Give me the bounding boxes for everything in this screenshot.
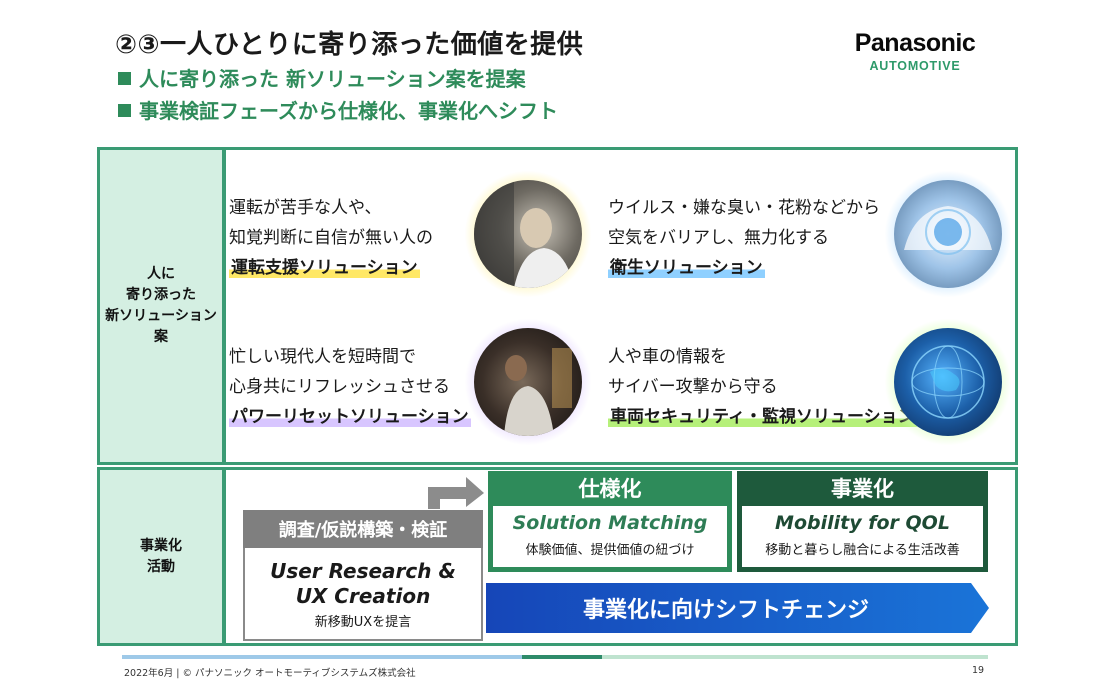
footer-bar xyxy=(602,655,988,659)
side-label-line: 活動 xyxy=(147,558,175,575)
commercialization-title: Mobility for QOL xyxy=(775,512,950,534)
side-label-line: 寄り添った xyxy=(125,287,196,303)
side-label-line: 人に xyxy=(146,266,175,282)
research-sub: 新移動UXを提言 xyxy=(314,615,412,630)
solution-name: 衛生ソリューション xyxy=(608,258,765,278)
bullet-2-text: 事業検証フェーズから仕様化、事業化へシフト xyxy=(139,99,558,123)
solution-line: 人や車の情報を xyxy=(608,347,727,367)
side-label-line: 案 xyxy=(153,329,168,345)
solution-power-reset: 忙しい現代人を短時間で 心身共にリフレッシュさせる パワーリセットソリューション xyxy=(229,342,471,432)
research-head: 調査/仮説構築・検証 xyxy=(243,510,483,548)
panasonic-logo: Panasonic AUTOMOTIVE xyxy=(842,29,988,73)
solution-hygiene: ウイルス・嫌な臭い・花粉などから 空気をバリアし、無力化する 衛生ソリューション xyxy=(608,193,880,283)
bullet-1-text: 人に寄り添った 新ソリューション案を提案 xyxy=(139,67,526,91)
commercialization-head: 事業化 xyxy=(831,477,894,501)
commercialization-sub: 移動と暮らし融合による生活改善 xyxy=(765,543,960,558)
bent-arrow-icon xyxy=(428,477,484,509)
activities-frame xyxy=(97,467,1018,646)
specification-inner: Solution Matching 体験価値、提供価値の紐づけ xyxy=(493,506,727,567)
solution-name: 車両セキュリティ・監視ソリューション xyxy=(608,407,917,427)
research-title: User Research & UX Creation xyxy=(243,559,483,609)
square-bullet-icon xyxy=(118,104,131,117)
shift-arrow-icon xyxy=(486,583,989,633)
bullet-2: 事業検証フェーズから仕様化、事業化へシフト xyxy=(118,95,558,124)
logo-sub: AUTOMOTIVE xyxy=(869,59,961,73)
commercialization-inner: Mobility for QOL 移動と暮らし融合による生活改善 xyxy=(742,506,983,567)
solution-driving-support: 運転が苦手な人や、 知覚判断に自信が無い人の 運転支援ソリューション xyxy=(229,193,433,283)
solution-name: パワーリセットソリューション xyxy=(229,407,471,427)
solution-line: 空気をバリアし、無力化する xyxy=(608,228,829,248)
car-interior-photo-icon xyxy=(894,180,1002,288)
commercialization-box: 事業化 Mobility for QOL 移動と暮らし融合による生活改善 xyxy=(737,471,988,572)
footer-bar xyxy=(522,655,602,659)
globe-network-photo-icon xyxy=(894,328,1002,436)
divider xyxy=(222,470,226,643)
bullet-1: 人に寄り添った 新ソリューション案を提案 xyxy=(118,63,526,92)
specification-title: Solution Matching xyxy=(512,512,708,534)
side-label-line: 新ソリューション xyxy=(105,308,217,324)
footer-copyright: 2022年6月 | © パナソニック オートモーティブシステムズ株式会社 xyxy=(124,668,416,679)
footer-bar xyxy=(122,655,522,659)
page-number: 19 xyxy=(972,665,985,676)
solutions-frame xyxy=(97,147,1018,465)
specification-box: 仕様化 Solution Matching 体験価値、提供価値の紐づけ xyxy=(488,471,732,572)
solutions-side-label: 人に 寄り添った 新ソリューション 案 xyxy=(100,150,222,462)
divider xyxy=(222,150,226,462)
solution-vehicle-security: 人や車の情報を サイバー攻撃から守る 車両セキュリティ・監視ソリューション xyxy=(608,342,917,432)
shift-arrow-label: 事業化に向けシフトチェンジ xyxy=(582,598,869,623)
square-bullet-icon xyxy=(118,72,131,85)
specification-sub: 体験価値、提供価値の紐づけ xyxy=(525,543,695,558)
solution-line: 知覚判断に自信が無い人の xyxy=(229,228,433,248)
logo-brand: Panasonic xyxy=(854,29,976,57)
solution-line: 運転が苦手な人や、 xyxy=(229,198,382,218)
driver-photo-icon xyxy=(474,180,582,288)
page-title: ②③一人ひとりに寄り添った価値を提供 xyxy=(115,30,584,60)
side-label-line: 事業化 xyxy=(140,537,182,554)
research-title-line: UX Creation xyxy=(295,584,431,608)
solution-line: 心身共にリフレッシュさせる xyxy=(229,377,450,397)
relaxing-person-photo-icon xyxy=(474,328,582,436)
solution-name: 運転支援ソリューション xyxy=(229,258,420,278)
research-title-line: User Research & xyxy=(270,559,456,583)
solution-line: ウイルス・嫌な臭い・花粉などから xyxy=(608,198,880,218)
specification-head: 仕様化 xyxy=(578,477,642,501)
activities-side-label: 事業化 活動 xyxy=(100,470,222,643)
solution-line: 忙しい現代人を短時間で xyxy=(229,347,416,367)
solution-line: サイバー攻撃から守る xyxy=(608,377,778,397)
